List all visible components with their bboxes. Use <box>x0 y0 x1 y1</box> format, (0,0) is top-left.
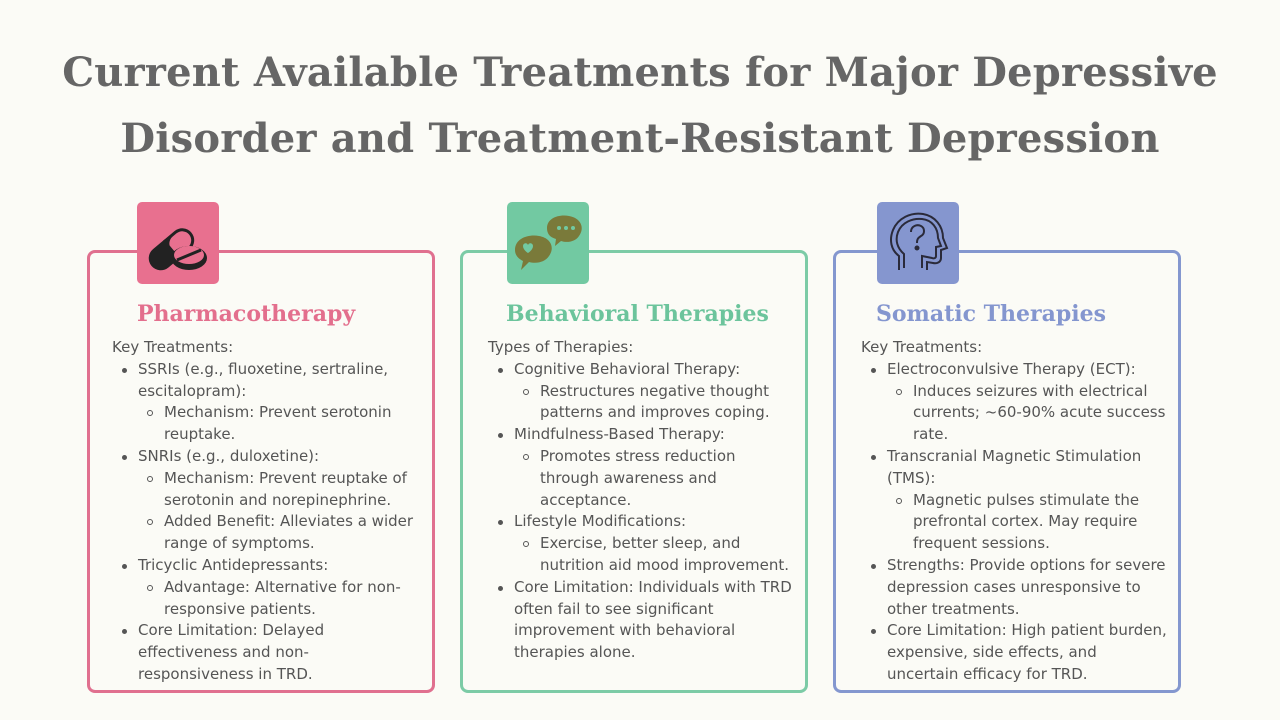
list-item: Cognitive Behavioral Therapy: Restructur… <box>488 359 798 424</box>
card-heading-somatic: Somatic Therapies <box>876 301 1107 327</box>
list-item: SNRIs (e.g., duloxetine): Mechanism: Pre… <box>112 446 422 555</box>
sub-list-item: Induces seizures with electrical current… <box>887 381 1171 446</box>
sub-list-item: Magnetic pulses stimulate the prefrontal… <box>887 490 1171 555</box>
card-intro: Key Treatments: <box>112 338 234 356</box>
list-item: Core Limitation: High patient burden, ex… <box>861 620 1171 685</box>
card-intro: Types of Therapies: <box>488 338 634 356</box>
card-heading-pharmacotherapy: Pharmacotherapy <box>137 301 356 327</box>
list-item: Lifestyle Modifications: Exercise, bette… <box>488 511 798 576</box>
pills-icon <box>137 202 219 284</box>
list-item: Electroconvulsive Therapy (ECT): Induces… <box>861 359 1171 446</box>
card-body-behavioral: Types of Therapies: Cognitive Behavioral… <box>488 337 798 664</box>
list-item: Strengths: Provide options for severe de… <box>861 555 1171 620</box>
list-item: Core Limitation: Delayed effectiveness a… <box>112 620 422 685</box>
behavioral-therapies-card <box>460 250 808 693</box>
list-item: Mindfulness-Based Therapy: Promotes stre… <box>488 424 798 511</box>
card-body-pharmacotherapy: Key Treatments: SSRIs (e.g., fluoxetine,… <box>112 337 422 686</box>
list-item: Transcranial Magnetic Stimulation (TMS):… <box>861 446 1171 555</box>
title-line-2: Disorder and Treatment-Resistant Depress… <box>120 115 1160 162</box>
somatic-therapies-card <box>833 250 1181 693</box>
sub-list-item: Mechanism: Prevent serotonin reuptake. <box>138 402 422 446</box>
sub-list-item: Added Benefit: Alleviates a wider range … <box>138 511 422 555</box>
sub-list-item: Promotes stress reduction through awaren… <box>514 446 798 511</box>
card-heading-behavioral: Behavioral Therapies <box>506 301 769 327</box>
card-intro: Key Treatments: <box>861 338 983 356</box>
page-title: Current Available Treatments for Major D… <box>0 40 1280 172</box>
head-brain-icon <box>877 202 959 284</box>
pharmacotherapy-card <box>87 250 435 693</box>
list-item: Core Limitation: Individuals with TRD of… <box>488 577 798 664</box>
list-item: Tricyclic Antidepressants: Advantage: Al… <box>112 555 422 620</box>
sub-list-item: Advantage: Alternative for non-responsiv… <box>138 577 422 621</box>
sub-list-item: Mechanism: Prevent reuptake of serotonin… <box>138 468 422 512</box>
sub-list-item: Exercise, better sleep, and nutrition ai… <box>514 533 798 577</box>
list-item: SSRIs (e.g., fluoxetine, sertraline, esc… <box>112 359 422 446</box>
sub-list-item: Restructures negative thought patterns a… <box>514 381 798 425</box>
title-line-1: Current Available Treatments for Major D… <box>62 49 1218 96</box>
card-body-somatic: Key Treatments: Electroconvulsive Therap… <box>861 337 1171 686</box>
speech-bubbles-icon <box>507 202 589 284</box>
